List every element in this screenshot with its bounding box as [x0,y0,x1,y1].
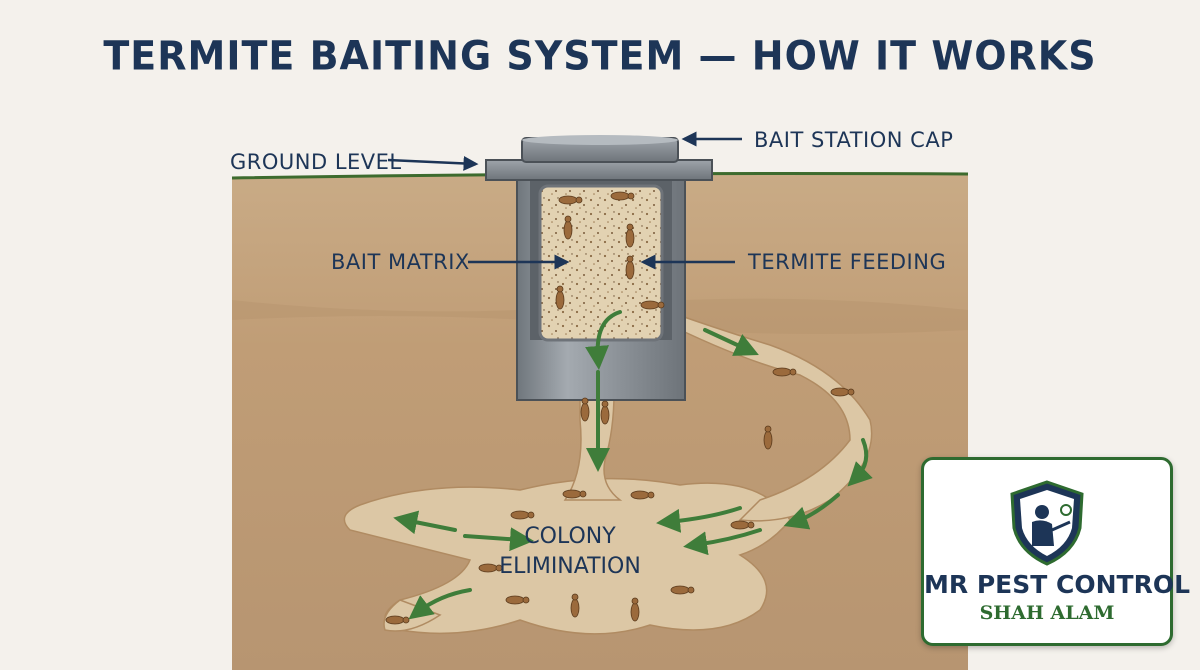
termite [555,285,565,310]
termite [478,563,503,573]
company-name: MR PEST CONTROL [924,570,1191,599]
pointer-arrows [387,131,742,270]
colony-line1: COLONY [524,524,616,549]
flow-arrow [783,493,840,530]
termite [772,367,797,377]
termite [570,593,580,618]
termite [600,400,610,425]
colony-line2: ELIMINATION [499,554,641,579]
flow-arrows [393,310,873,620]
termite [625,255,635,280]
termite [670,585,695,595]
flow-arrow [683,528,762,556]
shield-exterminator-icon [1010,480,1084,566]
flow-arrow [656,506,742,533]
ground-level-arrow [387,155,479,171]
termite [558,195,583,205]
termite [763,425,773,450]
bait-station-cap-label: BAIT STATION CAP [754,128,954,152]
termites [385,191,855,625]
termite [830,387,855,397]
flow-arrow [393,510,457,535]
termite [580,397,590,422]
termite [640,300,665,310]
flow-arrow [408,588,472,620]
ground-level-label: GROUND LEVEL [230,150,402,174]
termite [385,615,410,625]
flow-arrow [703,328,759,356]
diagram-title: TERMITE BAITING SYSTEM — HOW IT WORKS [103,32,1097,80]
logo-card: MR PEST CONTROL SHAH ALAM [921,457,1191,646]
bait-matrix-label: BAIT MATRIX [331,250,470,274]
termite [505,595,530,605]
termite [630,490,655,500]
termite [562,489,587,499]
termite [563,215,573,240]
termite [610,191,635,201]
company-location: SHAH ALAM [979,602,1115,624]
termite [630,597,640,622]
colony-elimination-label: COLONY ELIMINATION [450,522,690,582]
flow-arrow [847,438,873,487]
termite-feeding-label: TERMITE FEEDING [748,250,947,274]
termite [625,223,635,248]
termite [730,520,755,530]
bait-station [485,135,713,401]
flow-arrow [585,310,622,370]
flow-arrow [463,527,534,552]
termite [510,510,535,520]
side-tunnel [648,303,873,522]
